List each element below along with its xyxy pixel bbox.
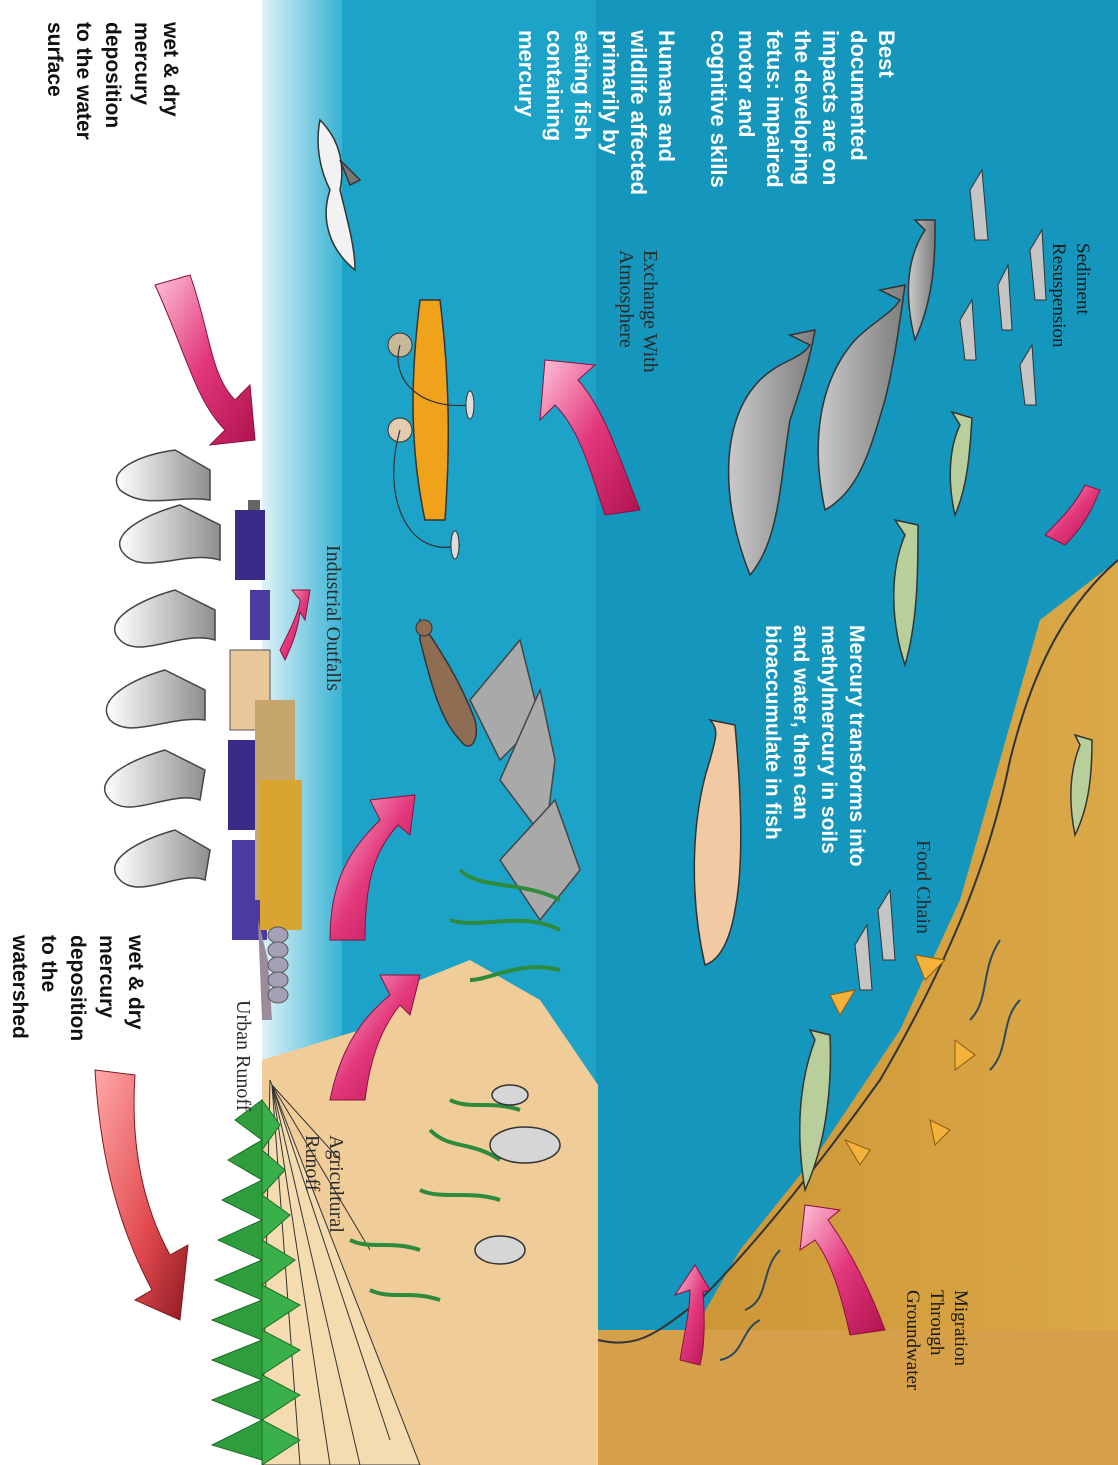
culvert-pipes bbox=[268, 927, 288, 1003]
urban-runoff-label: Urban Runoff bbox=[231, 1000, 255, 1111]
water-surface-deposition-arrow bbox=[155, 275, 255, 445]
sediment-layer-top bbox=[598, 1330, 1118, 1465]
water-surface-deposition-label: wet & dry mercury deposition to the wate… bbox=[40, 22, 185, 140]
food-chain-label: Food Chain bbox=[911, 840, 935, 934]
smoke-plumes bbox=[105, 450, 220, 887]
humans-wildlife-label: Humans and wildlife affected primarily b… bbox=[512, 30, 680, 195]
watershed-deposition-label: wet & dry mercury deposition to the wate… bbox=[5, 935, 150, 1041]
fetus-impacts-label: Best documented impacts are on the devel… bbox=[704, 30, 900, 188]
industrial-outfalls-label: Industrial Outfalls bbox=[321, 545, 345, 691]
migration-groundwater-label: Migration Through Groundwater bbox=[900, 1290, 972, 1390]
agricultural-runoff-label: Agricultural Runoff bbox=[300, 1135, 348, 1233]
sediment-resuspension-label: Sediment Resuspension bbox=[1046, 243, 1094, 348]
watershed-deposition-arrow bbox=[95, 1070, 188, 1320]
exchange-atmosphere-label: Exchange With Atmosphere bbox=[614, 250, 662, 373]
methylmercury-label: Mercury transforms into methylmercury in… bbox=[758, 625, 870, 867]
